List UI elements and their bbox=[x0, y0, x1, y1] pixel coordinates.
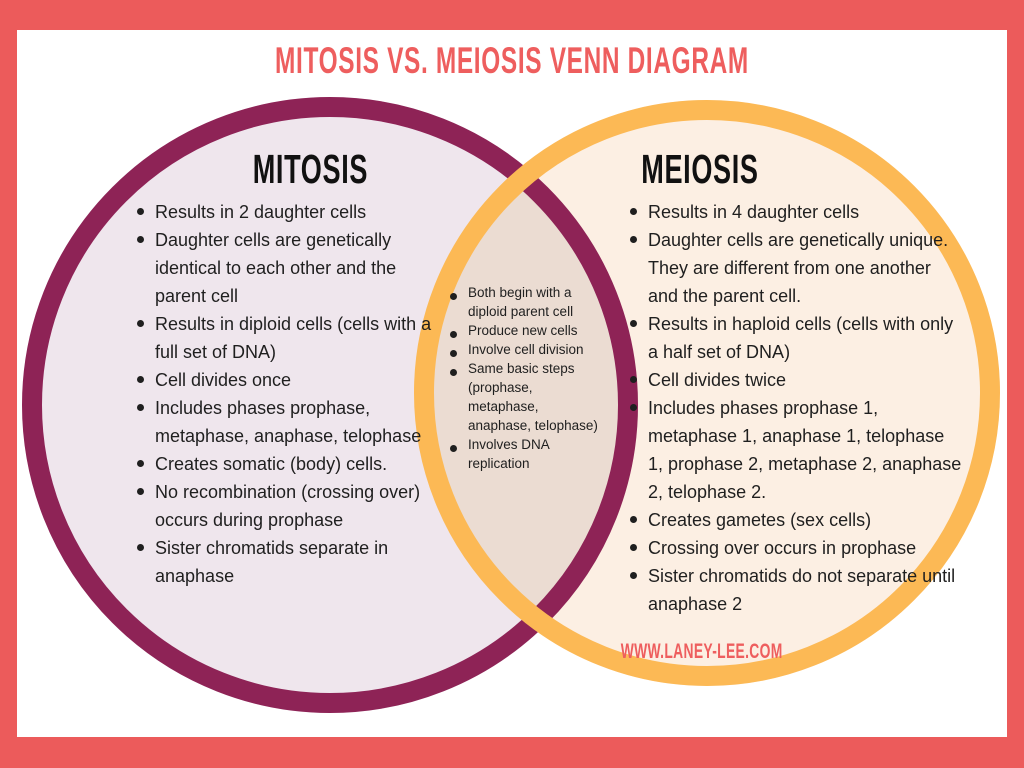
mitosis-heading: MITOSIS bbox=[160, 146, 460, 193]
list-item: Includes phases prophase 1, metaphase 1,… bbox=[628, 394, 962, 506]
overlap-lens bbox=[414, 100, 638, 686]
mitosis-circle-outline bbox=[22, 97, 638, 713]
list-item: Involve cell division bbox=[448, 340, 600, 359]
mitosis-heading-text: MITOSIS bbox=[252, 146, 368, 192]
list-item: Daughter cells are genetically unique. T… bbox=[628, 226, 962, 310]
watermark-text: WWW.LANEY-LEE.COM bbox=[621, 640, 783, 663]
list-item: Daughter cells are genetically identical… bbox=[135, 226, 440, 310]
meiosis-heading: MEIOSIS bbox=[550, 146, 850, 193]
list-item: Results in 4 daughter cells bbox=[628, 198, 962, 226]
list-item: Crossing over occurs in prophase bbox=[628, 534, 962, 562]
watermark: WWW.LANEY-LEE.COM bbox=[552, 640, 852, 664]
list-item: Both begin with a diploid parent cell bbox=[448, 283, 600, 321]
meiosis-heading-text: MEIOSIS bbox=[641, 146, 759, 192]
list-item: No recombination (crossing over) occurs … bbox=[135, 478, 440, 534]
meiosis-circle-outline bbox=[414, 100, 1000, 686]
list-item: Results in 2 daughter cells bbox=[135, 198, 440, 226]
list-item: Cell divides twice bbox=[628, 366, 962, 394]
list-item: Results in haploid cells (cells with onl… bbox=[628, 310, 962, 366]
page-title: MITOSIS VS. MEIOSIS VENN DIAGRAM bbox=[0, 40, 1024, 82]
list-item: Sister chromatids separate in anaphase bbox=[135, 534, 440, 590]
list-item: Creates gametes (sex cells) bbox=[628, 506, 962, 534]
list-item: Results in diploid cells (cells with a f… bbox=[135, 310, 440, 366]
list-item: Cell divides once bbox=[135, 366, 440, 394]
list-item: Includes phases prophase, metaphase, ana… bbox=[135, 394, 440, 450]
list-item: Same basic steps (prophase, metaphase, a… bbox=[448, 359, 600, 435]
page-title-text: MITOSIS VS. MEIOSIS VENN DIAGRAM bbox=[275, 40, 749, 81]
list-item: Produce new cells bbox=[448, 321, 600, 340]
list-item: Creates somatic (body) cells. bbox=[135, 450, 440, 478]
list-item: Involves DNA replication bbox=[448, 435, 600, 473]
list-item: Sister chromatids do not separate until … bbox=[628, 562, 962, 618]
